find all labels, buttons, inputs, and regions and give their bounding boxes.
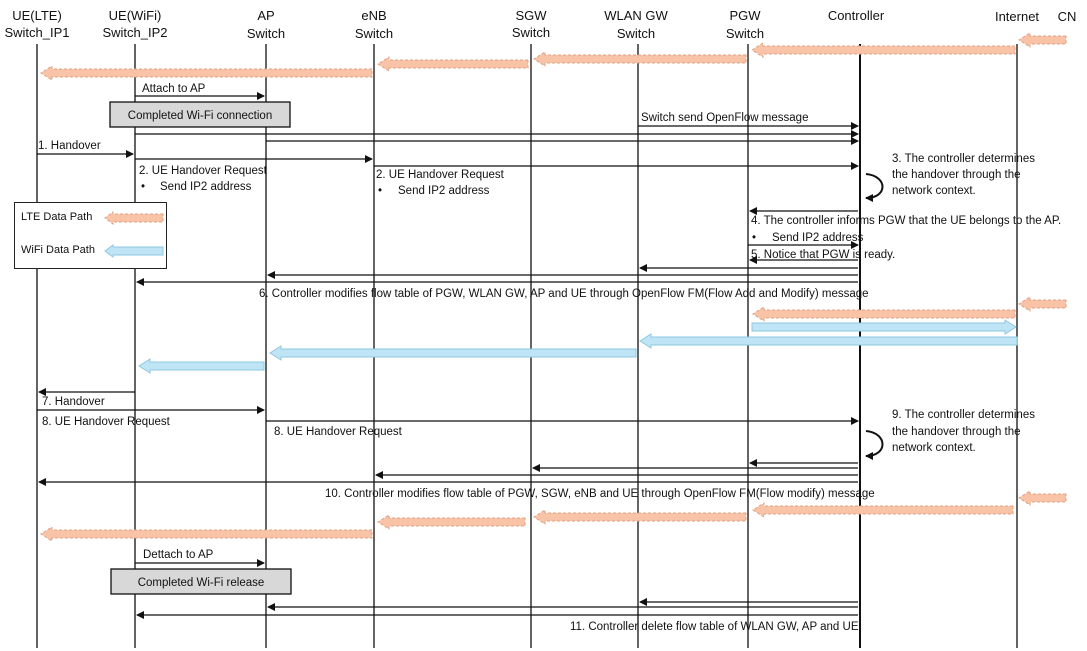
label-step11: 11. Controller delete flow table of WLAN… (570, 621, 859, 633)
label-step9-line3: network context. (892, 442, 976, 454)
label-step3-line3: network context. (892, 185, 976, 197)
self-loop-step3 (865, 173, 884, 202)
entity-enb-name: eNB (361, 8, 386, 23)
legend: LTE Data Path WiFi Data Path (14, 202, 167, 269)
label-step4: 4. The controller informs PGW that the U… (751, 215, 1061, 227)
bullet-step4: • (752, 232, 756, 244)
legend-wifi-label: WiFi Data Path (21, 244, 95, 256)
label-send-ip2-b: Send IP2 address (398, 185, 490, 197)
label-ue-ho-req-8b: 8. UE Handover Request (274, 426, 403, 438)
lte-path-arrow (1018, 296, 1067, 312)
wifi-connection-text: Completed Wi-Fi connection (128, 110, 272, 122)
lte-path-arrow (751, 42, 1016, 58)
wifi-release-box (110, 568, 292, 595)
entity-ue-lte-switch: Switch_IP1 (4, 25, 69, 40)
entity-pgw-name: PGW (729, 8, 761, 23)
lte-path-arrow (40, 65, 373, 81)
lte-path-arrow (377, 514, 526, 530)
entity-cn-name: CN (1058, 9, 1077, 24)
legend-lte-swatch (104, 211, 164, 225)
label-switch-send: Switch send OpenFlow message (641, 112, 808, 124)
lte-path-arrow (1018, 490, 1067, 506)
message-labels: Attach to AP Switch send OpenFlow messag… (38, 83, 1061, 633)
entity-ue-lte-name: UE(LTE) (12, 8, 62, 23)
bullet-2a: • (141, 181, 145, 193)
legend-wifi-swatch (104, 244, 164, 258)
entity-sgw-name: SGW (515, 8, 547, 23)
data-path-arrows (40, 32, 1067, 542)
label-step5: 5. Notice that PGW is ready. (751, 249, 895, 261)
entity-enb-switch: Switch (355, 26, 393, 41)
legend-lte-label: LTE Data Path (21, 211, 93, 223)
entity-internet-name: Internet (995, 9, 1039, 24)
wifi-connection-box (109, 101, 291, 128)
label-step3-line2: the handover through the (892, 169, 1021, 181)
lifelines (36, 44, 1018, 648)
entity-ue-wifi-switch: Switch_IP2 (102, 25, 167, 40)
lte-path-arrow (752, 502, 1014, 518)
entity-pgw-switch: Switch (726, 26, 764, 41)
label-handover1: 1. Handover (38, 140, 101, 152)
lte-path-arrow (40, 526, 373, 542)
entity-ap-name: AP (257, 8, 274, 23)
label-attach: Attach to AP (142, 83, 206, 95)
entity-sgw-switch: Switch (512, 25, 550, 40)
lte-path-arrow (533, 509, 747, 525)
bullet-2b: • (378, 185, 382, 197)
wifi-path-arrow (751, 319, 1017, 335)
label-step6: 6. Controller modifies flow table of PGW… (259, 288, 869, 300)
lte-path-arrow (1018, 32, 1067, 48)
label-step9-line2: the handover through the (892, 426, 1021, 438)
lte-path-arrow (377, 56, 529, 72)
lte-path-arrow (533, 51, 747, 67)
label-step9-line1: 9. The controller determines (892, 409, 1035, 421)
entity-wlan-gw-switch: Switch (617, 26, 655, 41)
entity-controller-name: Controller (828, 8, 885, 23)
wifi-path-arrow (138, 358, 265, 374)
entity-ap-switch: Switch (247, 26, 285, 41)
label-ue-ho-req-2b: 2. UE Handover Request (376, 169, 505, 181)
label-step4-bullet: Send IP2 address (772, 232, 864, 244)
label-step3-line1: 3. The controller determines (892, 153, 1035, 165)
message-arrows (37, 92, 859, 619)
wifi-path-arrow (639, 333, 1018, 349)
label-send-ip2-a: Send IP2 address (160, 181, 252, 193)
entity-wlan-gw-name: WLAN GW (604, 8, 668, 23)
label-handover7: 7. Handover (42, 396, 105, 408)
wifi-path-arrow (269, 345, 637, 361)
wifi-release-text: Completed Wi-Fi release (138, 577, 265, 589)
controller-self-loops (865, 173, 884, 460)
label-ue-ho-req-2a: 2. UE Handover Request (139, 165, 268, 177)
label-ue-ho-req-8a: 8. UE Handover Request (42, 416, 171, 428)
label-detach: Dettach to AP (143, 549, 214, 561)
self-loop-step9 (865, 430, 884, 460)
lte-path-arrow (752, 306, 1016, 322)
entity-headers: UE(LTE) Switch_IP1 UE(WiFi) Switch_IP2 A… (4, 8, 1076, 41)
entity-ue-wifi-name: UE(WiFi) (109, 8, 162, 23)
label-step10: 10. Controller modifies flow table of PG… (325, 488, 875, 500)
